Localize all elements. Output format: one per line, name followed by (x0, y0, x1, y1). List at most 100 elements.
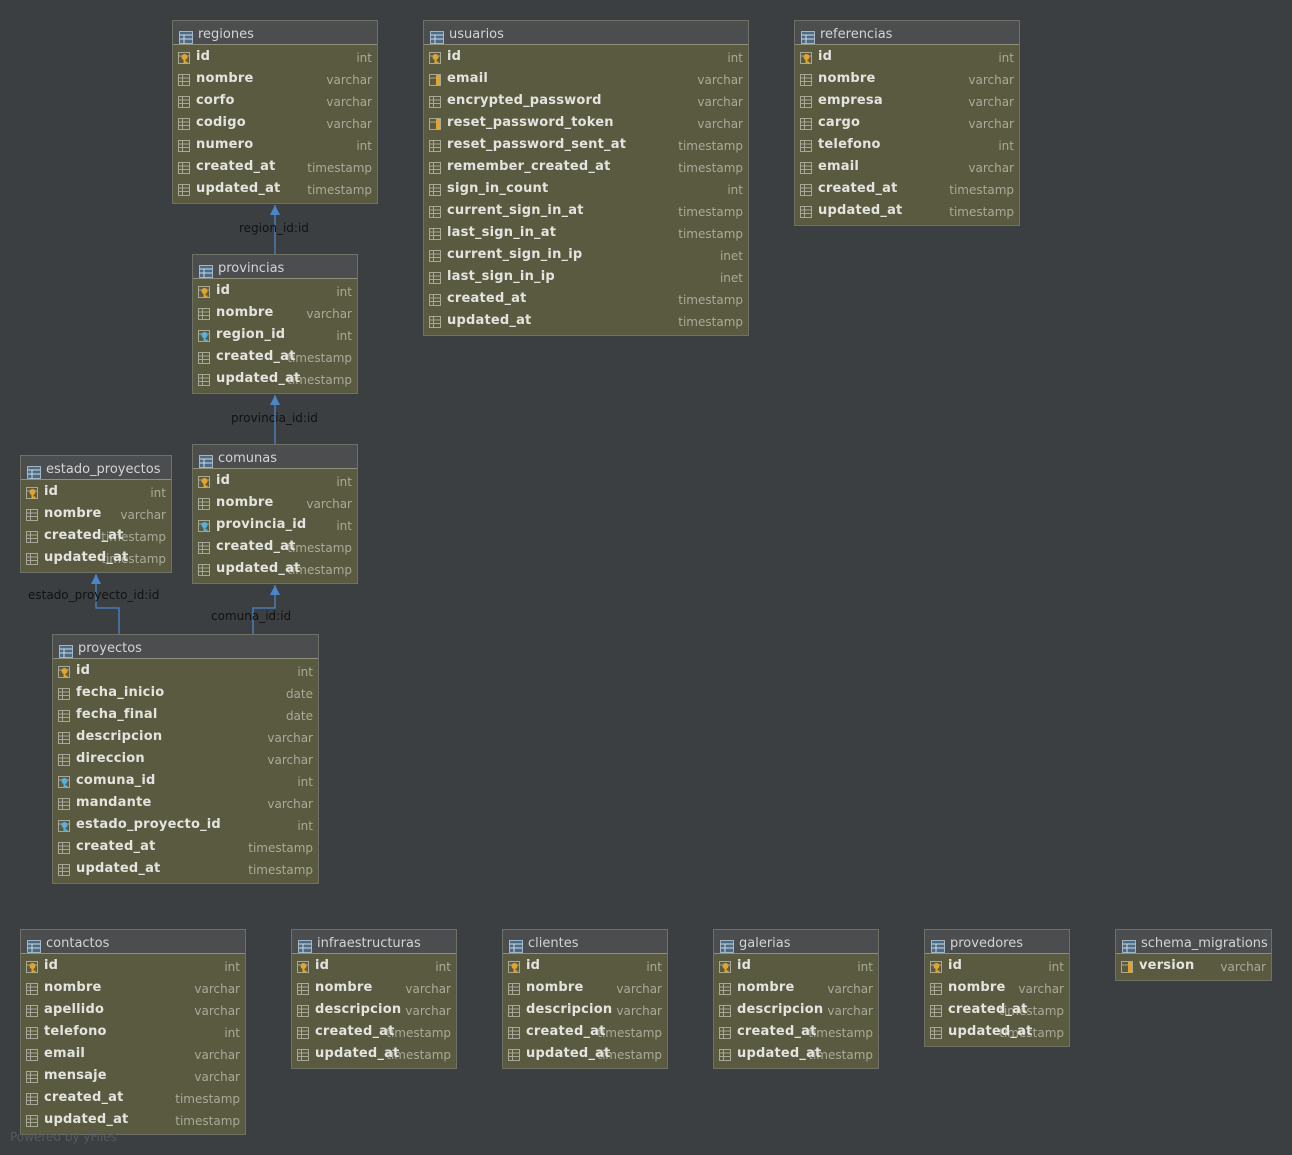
table-header[interactable]: clientes (503, 930, 667, 954)
table-header[interactable]: usuarios (424, 21, 748, 45)
table-header[interactable]: referencias (795, 21, 1019, 45)
table-header[interactable]: schema_migrations (1116, 930, 1271, 954)
table-header[interactable]: provincias (193, 255, 357, 279)
table-header[interactable]: infraestructuras (292, 930, 456, 954)
table-header[interactable]: regiones (173, 21, 377, 45)
table-header[interactable]: contactos (21, 930, 245, 954)
table-header[interactable]: proyectos (53, 635, 318, 659)
table-header[interactable]: galerias (714, 930, 878, 954)
table-header[interactable]: estado_proyectos (21, 456, 171, 480)
table-header[interactable]: comunas (193, 445, 357, 469)
